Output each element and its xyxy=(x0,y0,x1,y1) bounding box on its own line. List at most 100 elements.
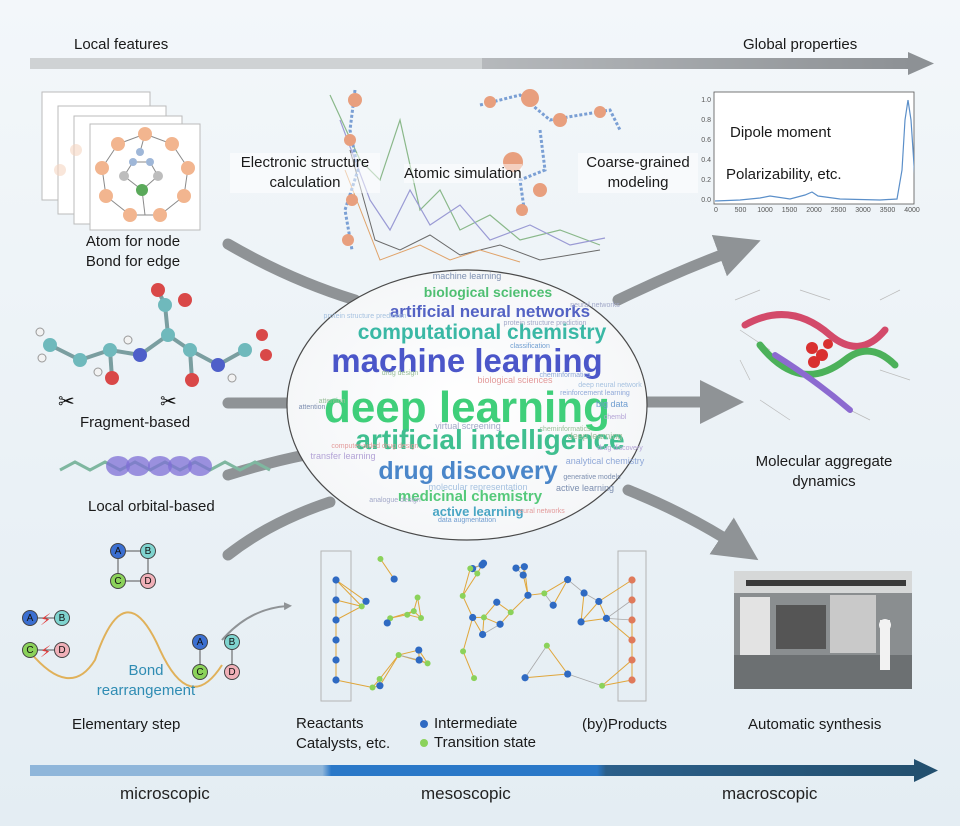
keyword-small: neural networks xyxy=(570,302,620,309)
transition-node xyxy=(369,684,376,691)
keyword-small: classification xyxy=(510,343,550,350)
intermediate-node xyxy=(602,614,611,622)
keyword-small: protein structure prediction xyxy=(503,320,587,327)
transition-node xyxy=(410,608,417,615)
intermediate-node xyxy=(332,656,340,664)
intermediate-node xyxy=(415,656,423,664)
keyword-small: biological sciences xyxy=(477,375,553,385)
keyword-small: analytical chemistry xyxy=(565,456,645,466)
transition-node xyxy=(467,565,474,572)
intermediate-node xyxy=(628,636,636,644)
atom-c: C xyxy=(22,642,38,658)
keyword-small: deep neural network xyxy=(578,382,642,389)
atom-d: D xyxy=(54,642,70,658)
atom-a: A xyxy=(192,634,208,650)
network-edge xyxy=(335,579,367,602)
top-axis-left-label: Local features xyxy=(74,36,169,53)
lab-photo xyxy=(734,571,912,689)
atom-b: B xyxy=(224,634,240,650)
electronic-structure-label: Electronic structure calculation xyxy=(230,153,380,193)
keyword-small: active learning xyxy=(555,483,615,493)
keyword: computational chemistry xyxy=(357,321,607,344)
intermediate-node xyxy=(332,616,340,624)
transition-node xyxy=(599,682,606,689)
keyword: machine learning xyxy=(331,342,603,379)
intermediate-node xyxy=(564,576,572,584)
intermediate-node xyxy=(415,646,423,654)
bottom-scale-arrow xyxy=(30,759,938,782)
network-edge xyxy=(606,618,633,641)
network-edge xyxy=(417,597,422,619)
transition-legend-text: Transition state xyxy=(434,734,536,751)
network-edge xyxy=(580,617,607,623)
intermediate-node xyxy=(595,597,603,606)
intermediate-node xyxy=(332,676,340,684)
svg-text:⚡: ⚡ xyxy=(40,642,51,661)
network-edge xyxy=(335,599,362,607)
intermediate-node xyxy=(628,676,636,684)
network-edge xyxy=(380,558,395,580)
network-edge xyxy=(544,579,568,594)
keyword-small: drug discovery xyxy=(597,445,643,452)
network-edge xyxy=(390,610,414,619)
svg-text:✂: ✂ xyxy=(160,389,177,413)
intermediate-node xyxy=(628,576,636,584)
svg-text:⚡: ⚡ xyxy=(40,610,51,629)
keyword: active learning xyxy=(432,504,524,519)
network-edge xyxy=(335,605,362,621)
top-scale-arrow xyxy=(30,52,934,75)
intermediate-node xyxy=(478,561,486,569)
intermediate-node xyxy=(519,571,527,579)
fragment-caption: Fragment-based xyxy=(80,414,191,431)
network-edge xyxy=(462,573,478,597)
atom-a: A xyxy=(110,543,126,559)
orbital-chain xyxy=(59,456,271,476)
spectrum-x-tick: 4000 xyxy=(904,207,920,214)
network-edge xyxy=(462,617,474,652)
network-edge xyxy=(552,579,569,606)
spectrum-x-tick: 0 xyxy=(714,207,718,214)
transition-node xyxy=(459,592,466,599)
keyword: medicinal chemistry xyxy=(397,488,543,505)
keyword-small: cheminformatics xyxy=(539,426,591,433)
keyword-small: attention xyxy=(318,398,346,405)
transition-node xyxy=(377,555,384,562)
transition-node xyxy=(541,590,548,597)
keyword-small: neural networks xyxy=(515,508,565,515)
aggregate-label: Molecular aggregate dynamics xyxy=(755,453,893,490)
intermediate-node xyxy=(524,591,532,599)
intermediate-node xyxy=(564,670,572,678)
transition-node xyxy=(395,651,402,658)
molecular-graph-panel xyxy=(41,91,201,231)
spectrum-y-ticks: 0.00.20.40.60.81.0 xyxy=(701,97,711,204)
intermediate-node xyxy=(512,564,520,572)
spectrum-y-tick: 0.2 xyxy=(701,177,711,184)
transition-node xyxy=(460,648,467,655)
transition-node xyxy=(414,594,421,601)
transition-node xyxy=(417,615,424,622)
reaction-network xyxy=(320,550,647,702)
atomic-simulation-label: Atomic simulation xyxy=(404,164,522,183)
intermediate-node xyxy=(376,682,384,690)
keyword-small: cheminformatics xyxy=(539,372,591,379)
intermediate-node xyxy=(520,563,528,571)
intermediate-node xyxy=(628,616,636,624)
atom-c: C xyxy=(192,664,208,680)
spectrum-x-tick: 2500 xyxy=(831,207,847,214)
keyword: biological sciences xyxy=(423,284,553,300)
keyword: drug discovery xyxy=(378,457,558,485)
transition-node xyxy=(358,603,365,610)
dipole-label: Dipole moment xyxy=(730,124,831,141)
network-edge xyxy=(379,654,400,680)
network-edge xyxy=(524,645,548,678)
reactants-label: Reactants Catalysts, etc. xyxy=(296,715,391,752)
coarse-grained-label: Coarse-grained modeling xyxy=(578,153,698,193)
intermediate-node xyxy=(332,636,340,644)
atom-b: B xyxy=(140,543,156,559)
synthesis-label: Automatic synthesis xyxy=(748,716,882,733)
atom-b: B xyxy=(54,610,70,626)
intermediate-node xyxy=(332,576,340,584)
products-label: (by)Products xyxy=(582,716,668,733)
